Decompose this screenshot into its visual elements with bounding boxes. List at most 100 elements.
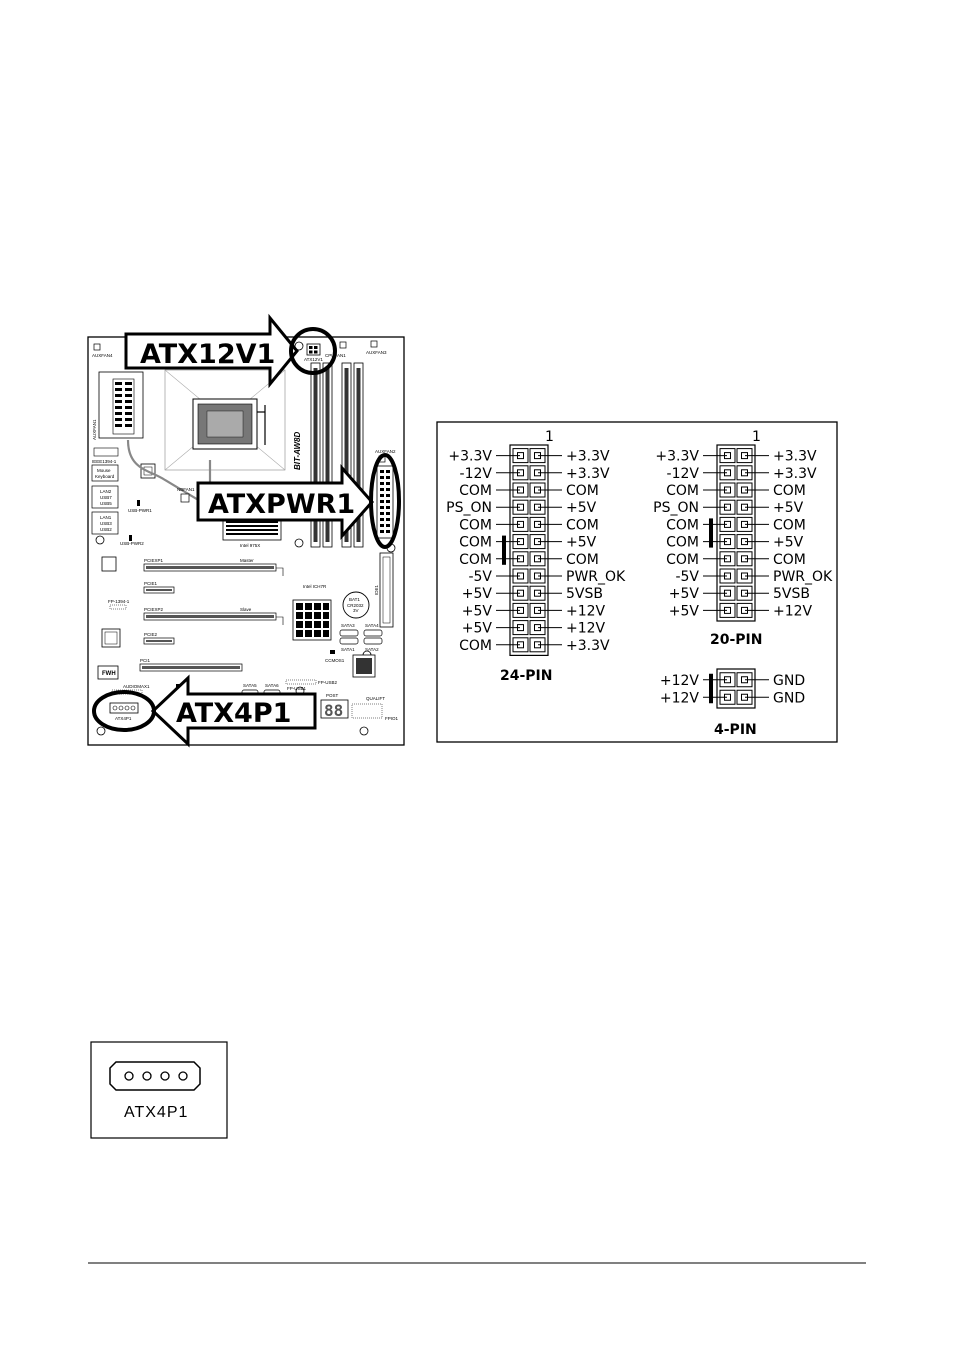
pin24-right-label: COM xyxy=(566,517,599,533)
master-label: Master xyxy=(240,558,254,563)
ieee1394-label: IEEE1394-1 xyxy=(92,459,117,464)
pcie2-label: PCIE2 xyxy=(144,632,158,637)
pin24-right-label: +5V xyxy=(566,535,597,551)
battery xyxy=(342,591,370,619)
fwh-label: FWH xyxy=(102,671,116,677)
atx12v1-highlight-ring xyxy=(289,327,337,375)
pin20-caption: 20-PIN xyxy=(710,632,762,648)
sata4-label: SATA4 xyxy=(365,623,379,628)
atx4p1-highlight-ring xyxy=(92,690,156,732)
lan2-usb-port xyxy=(91,485,119,509)
fp-usb1-label: FP-USB1 xyxy=(287,686,307,691)
atx4p1-small-label: ATX4P1 xyxy=(115,716,132,721)
sata2-label: SATA2 xyxy=(365,647,379,652)
mouse-label: Mouse xyxy=(97,468,111,473)
sata3-port xyxy=(339,629,359,637)
pin24-caption: 24-PIN xyxy=(500,668,552,684)
pin4-right-label: GND xyxy=(773,690,805,706)
sata2-port xyxy=(363,637,383,645)
pin24-left-label: PS_ON xyxy=(446,500,492,516)
pin20-right-label: 5VSB xyxy=(773,586,810,602)
fp-usb2-label: FP-USB2 xyxy=(318,680,338,685)
pin4-left-label: +12V xyxy=(660,690,700,706)
pin24-right-label: +12V xyxy=(566,621,606,637)
lan2-label: LAN2 xyxy=(100,489,112,494)
atxpwr1-callout: ATXPWR1 xyxy=(196,453,401,549)
pin20-right-label: +12V xyxy=(773,603,813,619)
pin24-left-label: -12V xyxy=(460,466,493,482)
atx4p1-detail-label: ATX4P1 xyxy=(124,1104,188,1121)
post-digits: 88 xyxy=(324,701,343,720)
slave-label: Slave xyxy=(240,607,252,612)
post-display xyxy=(320,699,349,719)
pin24-left-label: +5V xyxy=(462,586,493,602)
pin20-left-label: COM xyxy=(666,535,699,551)
pin20-pin1-label: 1 xyxy=(752,429,761,445)
pin20-right-label: +5V xyxy=(773,500,804,516)
sata4-port xyxy=(363,629,383,637)
pin4-left-label: +12V xyxy=(660,673,700,689)
ide1-connector xyxy=(379,552,394,628)
pin24-right-label: +3.3V xyxy=(566,638,610,654)
atx12v1-connector xyxy=(306,343,321,356)
pin24-right-label: +3.3V xyxy=(566,449,610,465)
pciexp1-label: PCIEXP1 xyxy=(144,558,164,563)
pin24-left-label: COM xyxy=(459,483,492,499)
usb-pwr1-label: USB-PWR1 xyxy=(128,508,152,513)
nbfan1-header xyxy=(180,493,190,503)
qualift-label: QUALIFT xyxy=(366,696,385,701)
sata1-port xyxy=(339,637,359,645)
lan1-usb-port xyxy=(91,511,119,535)
fp1394-label: FP-1394-1 xyxy=(108,599,130,604)
auxfan1-label: AUXFAN1 xyxy=(92,419,97,440)
pin24-right-label: COM xyxy=(566,483,599,499)
fwh-chip xyxy=(97,665,119,680)
atx12v1-small-label: ATX12V1 xyxy=(304,357,323,362)
pin24-pin1-label: 1 xyxy=(545,429,554,445)
usb3-label: USB3 xyxy=(100,521,112,526)
pin24-right-label: COM xyxy=(566,552,599,568)
cpufan1-header xyxy=(339,341,347,349)
pcie1-label: PCIE1 xyxy=(144,581,158,586)
usb7-label: USB7 xyxy=(100,495,112,500)
sata5-label: SATA5 xyxy=(243,683,257,688)
bat1-label: BAT1 xyxy=(349,597,360,602)
atxpwr1-highlight-ring xyxy=(369,453,401,549)
pin20-left-label: COM xyxy=(666,517,699,533)
auxfan3-label: AUXFAN3 xyxy=(366,350,387,355)
pin4-bracket xyxy=(709,673,713,704)
atx4p1-callout: ATX4P1 xyxy=(92,674,317,748)
board-model-label: BIT-AW8D xyxy=(293,432,302,470)
pin24-bracket xyxy=(502,535,506,565)
usb2-label: USB2 xyxy=(100,527,112,532)
pin20-right-label: COM xyxy=(773,517,806,533)
intel-ich7r-label: Intel ICH7R xyxy=(303,584,327,589)
usb5-label: USB5 xyxy=(100,501,112,506)
pin24-left-label: +5V xyxy=(462,621,493,637)
lan1-label: LAN1 xyxy=(100,515,112,520)
pciexp2-label: PCIEXP2 xyxy=(144,607,164,612)
pinout-panel xyxy=(436,421,838,743)
sata3-label: SATA3 xyxy=(341,623,355,628)
pin24-right-label: +5V xyxy=(566,500,597,516)
pin20-left-label: +3.3V xyxy=(655,449,699,465)
auxfan4-label: AUXFAN4 xyxy=(92,353,113,358)
pin20-left-label: COM xyxy=(666,483,699,499)
pin24-right-label: +3.3V xyxy=(566,466,610,482)
post-label: POST xyxy=(326,693,339,698)
atx12v1-callout-label: ATX12V1 xyxy=(140,339,275,370)
pin20-right-label: +5V xyxy=(773,535,804,551)
pin20-right-label: +3.3V xyxy=(773,449,817,465)
ccmos1-label: CCMOS1 xyxy=(325,658,345,663)
atxpwr1-callout-label: ATXPWR1 xyxy=(208,489,355,520)
fpio1-label: FPIO1 xyxy=(385,716,399,721)
pin4-caption: 4-PIN xyxy=(714,722,757,738)
atx4p1-detail-pins xyxy=(124,1071,188,1081)
atx12v1-callout: ATX12V1 xyxy=(124,313,337,389)
intel-975x-label: Intel 975X xyxy=(240,543,260,548)
pin20-right-label: PWR_OK xyxy=(773,569,833,585)
ide1-label: IDE1 xyxy=(374,584,379,595)
pin20-right-label: COM xyxy=(773,483,806,499)
atx4p1-callout-label: ATX4P1 xyxy=(176,698,291,729)
